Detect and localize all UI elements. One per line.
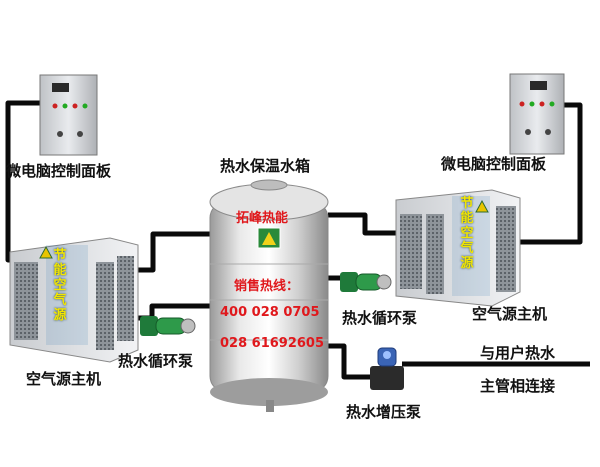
right-unit-label: 空气源主机 xyxy=(472,305,548,323)
insulated-water-tank xyxy=(209,179,329,412)
right-circulation-pump xyxy=(340,272,392,292)
left-circulation-pump xyxy=(140,316,196,336)
user-connection-line-1: 与用户热水 xyxy=(480,344,556,362)
left-panel-label: 微电脑控制面板 xyxy=(6,162,112,180)
pipe-left-panel-to-unit xyxy=(5,100,40,263)
left-unit-side-text: 节能空气源 xyxy=(53,248,67,323)
right-pump-label: 热水循环泵 xyxy=(342,309,418,327)
right-unit-side-text: 节能空气源 xyxy=(460,196,474,271)
right-air-source-unit xyxy=(395,189,521,307)
left-control-panel xyxy=(39,74,98,156)
tank-hotline-title: 销售热线： xyxy=(234,279,300,294)
tank-brand-text: 拓峰热能 xyxy=(236,211,289,226)
tank-phone-2: 028 61692605 xyxy=(220,336,325,351)
pipe-right-panel-to-unit xyxy=(520,102,583,245)
pipe-tank-to-right-unit-top xyxy=(328,212,398,236)
user-connection-line-2: 主管相连接 xyxy=(480,377,556,395)
booster-pump-label: 热水增压泵 xyxy=(346,403,422,421)
pipe-booster-line xyxy=(326,343,370,380)
right-control-panel xyxy=(509,73,565,155)
booster-pump xyxy=(370,347,404,390)
tank-phone-1: 400 028 0705 xyxy=(220,305,320,320)
left-pump-label: 热水循环泵 xyxy=(118,352,194,370)
left-unit-label: 空气源主机 xyxy=(26,370,102,388)
right-panel-label: 微电脑控制面板 xyxy=(441,155,547,173)
pipe-left-unit-to-tank xyxy=(135,231,210,273)
left-air-source-unit xyxy=(9,237,139,363)
tank-label: 热水保温水箱 xyxy=(220,157,311,175)
